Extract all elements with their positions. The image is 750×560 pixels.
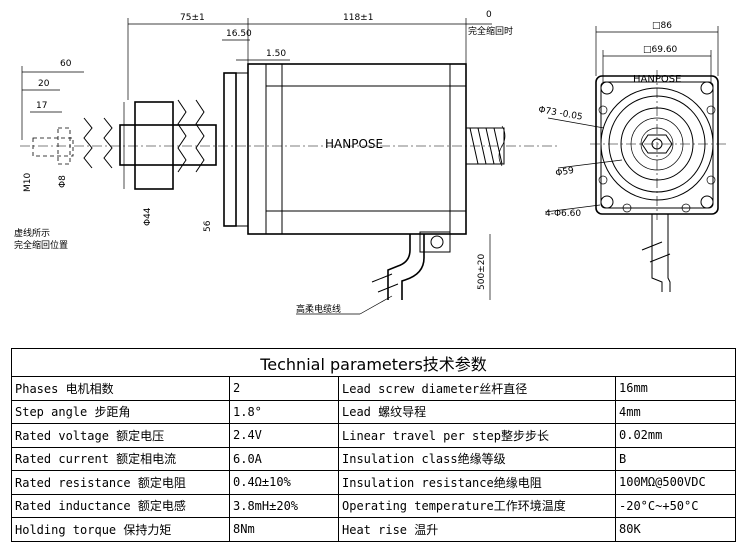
dim-56: 56 xyxy=(203,220,213,232)
dim-17: 17 xyxy=(36,101,47,111)
param-value: 16mm xyxy=(614,376,737,401)
dim-4-phi6: 4-Φ6.60 xyxy=(545,209,581,219)
param-name: Heat rise 温升 xyxy=(338,517,616,542)
dim-1-50: 1.50 xyxy=(266,49,286,59)
param-name: Rated current 额定相电流 xyxy=(11,446,230,471)
table-title: Technial parameters技术参数 xyxy=(10,348,737,377)
param-name: Step angle 步距角 xyxy=(11,399,230,424)
param-value: 80K xyxy=(614,517,737,542)
param-value: 2 xyxy=(229,376,339,401)
dashed-note-2: 完全缩回位置 xyxy=(14,239,68,251)
param-value: 0.02mm xyxy=(614,423,737,448)
param-value: 2.4V xyxy=(229,423,339,448)
dim-118: 118±1 xyxy=(343,13,373,23)
end-brand: HANPOSE xyxy=(633,74,681,85)
param-value: 100MΩ@500VDC xyxy=(614,470,737,495)
dim-sq69: □69.60 xyxy=(643,45,678,55)
param-name: Operating temperature工作环境温度 xyxy=(338,493,616,518)
param-value: 8Nm xyxy=(229,517,339,542)
param-name: Lead screw diameter丝杆直径 xyxy=(338,376,616,401)
param-value: 6.0A xyxy=(229,446,339,471)
param-value: 1.8° xyxy=(229,399,339,424)
full-retract-label: 完全缩回时 xyxy=(468,25,513,37)
param-value: 0.4Ω±10% xyxy=(229,470,339,495)
param-name: Holding torque 保持力矩 xyxy=(11,517,230,542)
param-name: Insulation class绝缘等级 xyxy=(338,446,616,471)
dim-20: 20 xyxy=(38,79,50,89)
dim-75: 75±1 xyxy=(180,13,205,23)
dim-phi8: Φ8 xyxy=(58,175,68,188)
side-view: 75±1 118±1 0 完全缩回时 16.50 1.50 60 20 17 M… xyxy=(14,10,560,315)
dim-phi59: Φ59 xyxy=(555,166,575,179)
dim-sq86: □86 xyxy=(652,21,672,31)
end-view: □86 □69.60 HANPOSE Φ73 -0.05 Φ59 4-Φ6.60 xyxy=(537,21,726,292)
technical-drawing: 75±1 118±1 0 完全缩回时 16.50 1.50 60 20 17 M… xyxy=(14,10,726,315)
dim-60: 60 xyxy=(60,59,72,69)
param-name: Phases 电机相数 xyxy=(11,376,230,401)
param-name: Rated voltage 额定电压 xyxy=(11,423,230,448)
cable-label: 高柔电缆线 xyxy=(296,303,341,315)
param-value: B xyxy=(614,446,737,471)
param-name: Rated inductance 额定电感 xyxy=(11,493,230,518)
dim-16-50: 16.50 xyxy=(226,29,252,39)
dim-phi44: Φ44 xyxy=(143,207,153,226)
dim-m10: M10 xyxy=(23,173,33,192)
param-name: Linear travel per step整步步长 xyxy=(338,423,616,448)
dim-500: 500±20 xyxy=(477,254,487,290)
dim-0: 0 xyxy=(486,10,492,20)
dashed-note-1: 虚线所示 xyxy=(14,227,50,239)
param-name: Insulation resistance绝缘电阻 xyxy=(338,470,616,495)
param-value: 4mm xyxy=(614,399,737,424)
side-brand: HANPOSE xyxy=(325,137,383,151)
param-name: Rated resistance 额定电阻 xyxy=(11,470,230,495)
param-value: 3.8mH±20% xyxy=(229,493,339,518)
param-value: -20°C~+50°C xyxy=(614,493,737,518)
param-name: Lead 螺纹导程 xyxy=(338,399,616,424)
